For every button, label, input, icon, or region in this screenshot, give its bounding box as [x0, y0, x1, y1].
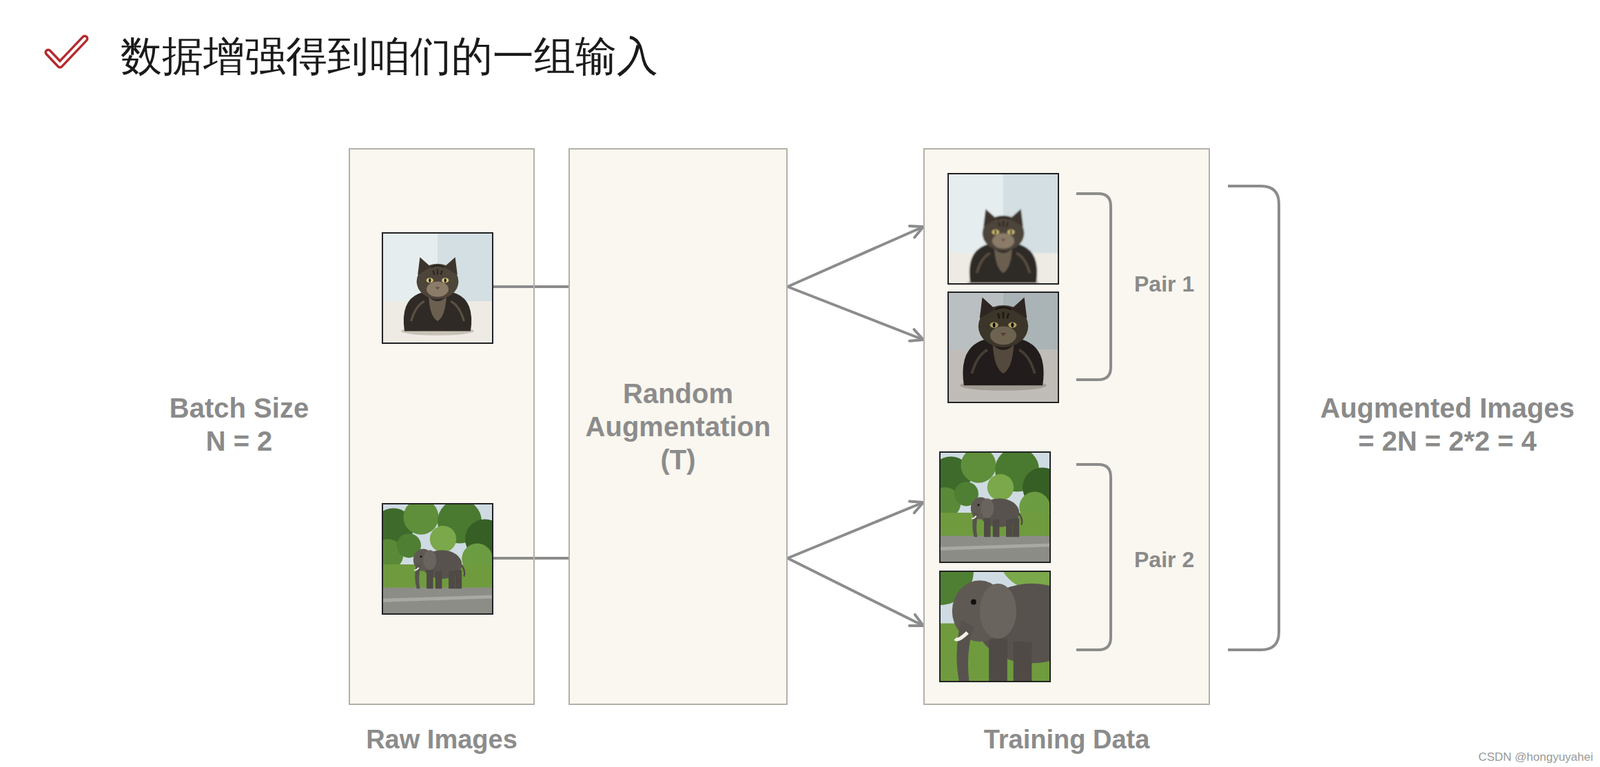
panel-fill	[348, 148, 535, 705]
pair-label-wrap: Pair 2	[1134, 546, 1195, 573]
watermark-wrap: CSDN @hongyuyahei	[1478, 750, 1594, 765]
connector-line	[534, 285, 569, 289]
watermark: CSDN @hongyuyahei	[1478, 750, 1594, 765]
pair-label: Pair 1	[1134, 270, 1195, 297]
augmented-cat-photo	[858, 189, 1148, 481]
augmented-elephant-photo	[682, 270, 1357, 767]
panel-fill	[568, 148, 788, 705]
process-label: Random Augmentation (T)	[576, 376, 780, 477]
image-panel: Raw Images	[348, 148, 535, 705]
batch-size-label-wrap: Batch Size N = 2	[159, 391, 319, 458]
connector-arrow	[787, 558, 924, 626]
connector-arrow	[787, 286, 924, 340]
pair-bracket	[1076, 464, 1111, 650]
image-lead-line	[493, 556, 535, 560]
augmented-count-label: Augmented Images = 2N = 2*2 = 4	[1314, 391, 1581, 458]
image-panel: Training Data	[923, 148, 1210, 705]
pair-bracket	[1076, 193, 1111, 380]
pair-label-wrap: Pair 1	[1134, 270, 1195, 297]
image-lead-line	[493, 285, 535, 289]
title-wrap: 数据增强得到咱们的一组输入	[120, 31, 659, 81]
process-box: Random Augmentation (T)	[568, 148, 788, 705]
check-icon	[48, 38, 85, 65]
augmented-count-label-wrap: Augmented Images = 2N = 2*2 = 4	[1314, 391, 1581, 458]
panel-heading: Raw Images	[350, 724, 534, 756]
page-title: 数据增强得到咱们的一组输入	[120, 31, 659, 81]
batch-bracket	[1227, 186, 1279, 650]
batch-size-label: Batch Size N = 2	[159, 391, 319, 458]
raw-elephant-photo	[316, 437, 559, 681]
connector-line	[534, 556, 569, 560]
pair-label: Pair 2	[1134, 546, 1195, 573]
connector-arrow	[787, 226, 924, 287]
raw-cat-photo	[316, 166, 559, 412]
panel-heading: Training Data	[924, 724, 1209, 756]
connector-arrow	[787, 502, 924, 559]
